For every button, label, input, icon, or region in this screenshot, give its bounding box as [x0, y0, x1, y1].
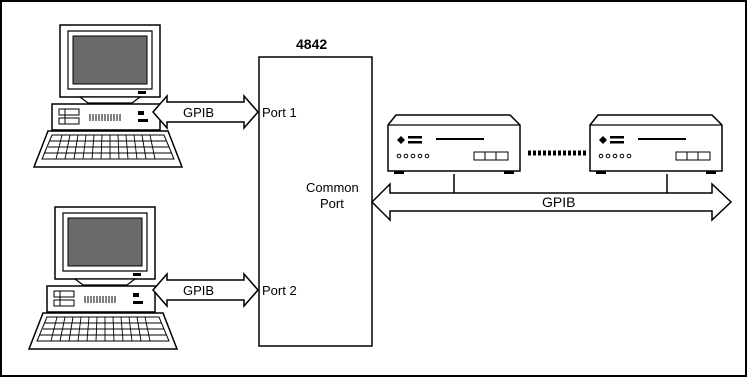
common-gpib-label: GPIB — [542, 194, 575, 210]
instrument-2-icon — [590, 115, 722, 174]
switch-box — [259, 57, 372, 346]
common-port-label-line2: Port — [320, 196, 344, 211]
port2-label: Port 2 — [262, 283, 297, 298]
common-port-label-line1: Common — [306, 180, 359, 195]
instrument-1-icon — [388, 115, 520, 174]
port1-label: Port 1 — [262, 105, 297, 120]
port2-gpib-label: GPIB — [183, 283, 214, 298]
switch-title: 4842 — [296, 36, 327, 52]
port1-gpib-label: GPIB — [183, 105, 214, 120]
